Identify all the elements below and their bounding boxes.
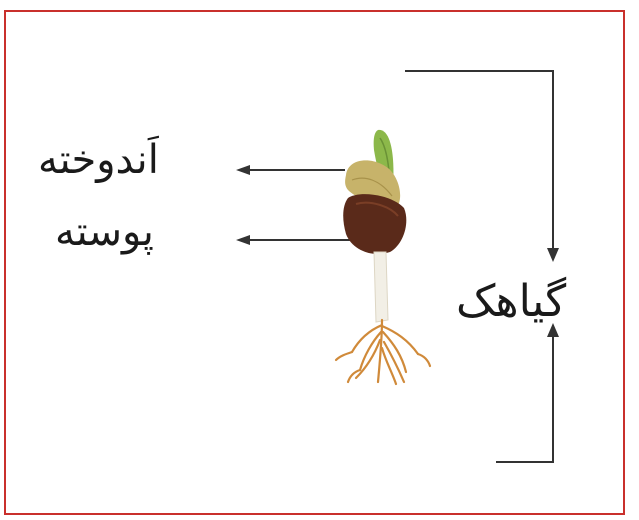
endosperm-pointer-arrowhead [236, 165, 250, 175]
seedling-label: گیاهک [456, 276, 567, 327]
bracket-bottom-line [496, 335, 554, 463]
stem [373, 251, 389, 323]
seed-coat-label: پوسته [55, 209, 154, 255]
seedling-bracket [405, 70, 554, 463]
bracket-top-line [405, 70, 554, 250]
diagram-frame [4, 10, 625, 515]
bracket-top-arrowhead [547, 248, 559, 262]
seedcoat-pointer-arrowhead [236, 235, 250, 245]
endosperm-label: اَندوخته [38, 137, 159, 183]
seedling-illustration [334, 129, 432, 386]
bracket-bottom-arrowhead [547, 323, 559, 337]
roots [334, 318, 432, 386]
